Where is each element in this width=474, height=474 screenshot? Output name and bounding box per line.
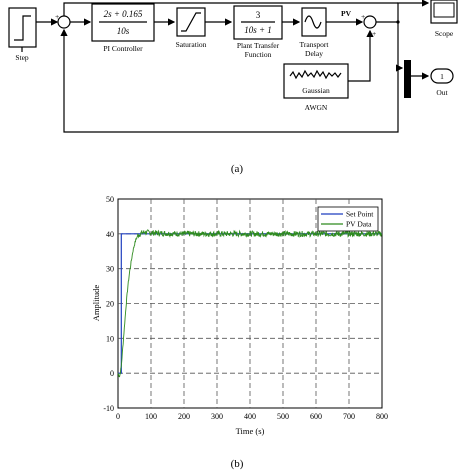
simulink-block-diagram: Step + - 2s + 0.165 10s PI Controller Sa…: [8, 0, 458, 175]
y-tick-label: 20: [106, 300, 114, 309]
caption-b: (b): [231, 458, 244, 470]
scope-label: Scope: [435, 29, 454, 38]
plant-transfer-function-block[interactable]: 3 10s + 1: [233, 5, 283, 40]
pi-controller-label: PI Controller: [103, 44, 143, 53]
x-tick-label: 300: [211, 412, 223, 421]
x-tick-label: 400: [244, 412, 256, 421]
x-tick-label: 700: [343, 412, 355, 421]
x-tick-label: 800: [376, 412, 388, 421]
plant-label-line1: Plant Transfer: [237, 41, 280, 50]
x-tick-label: 600: [310, 412, 322, 421]
out-port-number: 1: [440, 72, 444, 81]
scope-block[interactable]: [430, 0, 458, 24]
pv-signal-label: PV: [341, 9, 352, 18]
pi-controller-block[interactable]: 2s + 0.165 10s: [91, 3, 155, 42]
gaussian-label: Gaussian: [302, 86, 330, 95]
step-label: Step: [15, 53, 29, 62]
transport-delay-block[interactable]: [301, 7, 327, 37]
plant-numerator: 3: [256, 10, 261, 20]
x-tick-label: 500: [277, 412, 289, 421]
x-tick-label: 0: [116, 412, 120, 421]
awgn-block[interactable]: Gaussian: [283, 63, 349, 99]
out-port-block[interactable]: 1: [430, 68, 454, 84]
legend: Set Point PV Data: [317, 206, 379, 232]
pi-denominator: 10s: [117, 26, 130, 36]
series-line-pv-data: [117, 229, 383, 378]
x-tick-label: 100: [145, 412, 157, 421]
sum1-plus-sign: +: [55, 12, 59, 21]
y-axis-label: Amplitude: [91, 285, 101, 322]
y-tick-label: 10: [106, 334, 114, 343]
plant-denominator: 10s + 1: [244, 25, 272, 35]
pi-numerator: 2s + 0.165: [104, 9, 143, 19]
sum2-plus-sign-1: +: [361, 12, 365, 21]
delay-label-line2: Delay: [305, 49, 323, 58]
x-tick-label: 200: [178, 412, 190, 421]
awgn-label: AWGN: [305, 103, 328, 112]
saturation-label: Saturation: [176, 40, 207, 49]
legend-label-set-point: Set Point: [346, 210, 374, 219]
y-tick-label: 0: [110, 369, 114, 378]
y-tick-label: -10: [103, 404, 114, 413]
delay-label-line1: Transport: [300, 40, 330, 49]
y-tick-label: 40: [106, 230, 114, 239]
y-tick-label: 50: [106, 195, 114, 204]
step-block[interactable]: [8, 7, 37, 48]
saturation-block[interactable]: [176, 7, 206, 37]
caption-a: (a): [231, 163, 244, 175]
y-tick-label: 30: [106, 265, 114, 274]
legend-label-pv-data: PV Data: [346, 220, 372, 229]
mux-block[interactable]: [404, 60, 411, 98]
sum2-plus-sign-2: +: [372, 29, 376, 38]
out-label: Out: [436, 88, 448, 97]
x-axis-label: Time (s): [236, 426, 265, 436]
sum-block-1[interactable]: [57, 15, 71, 29]
plant-label-line2: Function: [245, 50, 272, 59]
sum-block-2[interactable]: [363, 15, 377, 29]
